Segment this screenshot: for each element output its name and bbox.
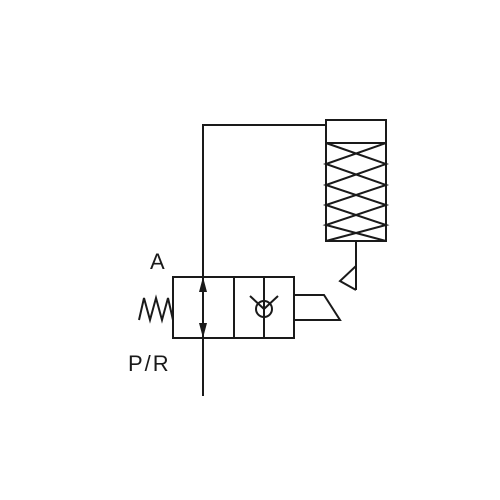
port-pr-label: P/R <box>128 351 171 376</box>
pilot-line <box>202 124 326 277</box>
pilot-spring <box>322 142 390 242</box>
pilot-actuator <box>294 294 342 321</box>
pilot-spring-left <box>322 142 390 242</box>
port-a-label: A <box>150 249 165 274</box>
pilot-triangle <box>338 265 357 291</box>
spring-return-icon <box>138 294 174 324</box>
check-valve-seat <box>249 295 279 311</box>
arrow-down-icon <box>199 323 207 338</box>
check-valve-ball <box>255 300 273 318</box>
arrow-up-icon <box>199 277 207 292</box>
